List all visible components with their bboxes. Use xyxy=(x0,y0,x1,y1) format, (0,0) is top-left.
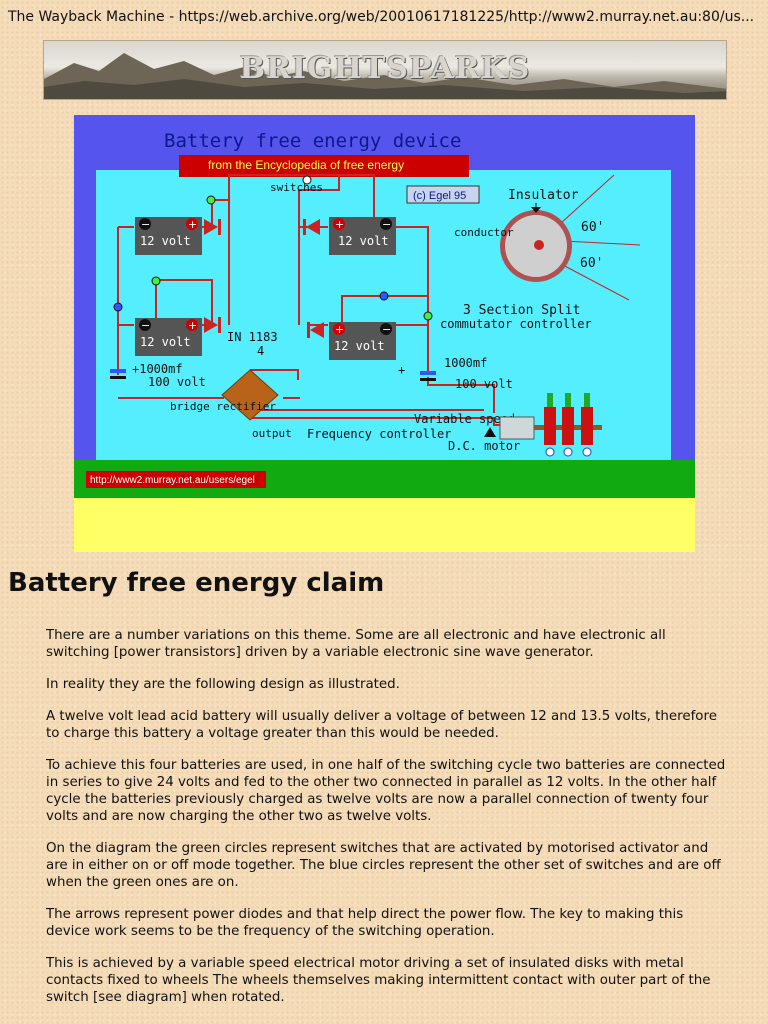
bridge-rectifier-label: bridge rectifier xyxy=(170,400,276,413)
paragraph-1: There are a number variations on this th… xyxy=(46,628,666,660)
page-heading: Battery free energy claim xyxy=(8,568,385,598)
variable-speed-label: Variable speed xyxy=(414,412,515,426)
svg-text:http://www2.murray.net.au/user: http://www2.murray.net.au/users/egel xyxy=(90,475,255,486)
subtitle-banner xyxy=(179,155,469,177)
svg-text:+: + xyxy=(188,218,197,231)
svg-text:−: − xyxy=(382,218,391,231)
svg-text:12 volt: 12 volt xyxy=(338,234,389,248)
angle-top-label: 60' xyxy=(581,220,604,235)
copyright-box xyxy=(406,185,480,204)
bridge-rectifier-shape xyxy=(221,369,279,421)
yellow-band xyxy=(74,498,695,552)
battery-top-left: − + 12 volt xyxy=(135,217,202,255)
diagram-title: Battery free energy device xyxy=(164,130,461,152)
site-banner[interactable]: BRIGHTSPARKS xyxy=(43,40,727,100)
diagram-subtitle: from the Encyclopedia of free energy xyxy=(208,158,404,172)
diode-label-2: 4 xyxy=(257,344,264,358)
article-body: There are a number variations on this th… xyxy=(46,627,730,1021)
svg-text:−: − xyxy=(141,319,150,332)
capacitor-right-volt: 100 volt xyxy=(455,377,513,391)
motor-shape xyxy=(499,416,535,440)
switches-label: switches xyxy=(270,181,323,194)
battery-bottom-right: + − 12 volt xyxy=(329,322,396,360)
output-label: output xyxy=(252,427,292,440)
banner-logo-text: BRIGHTSPARKS xyxy=(239,51,531,86)
commutator-wheel xyxy=(500,174,641,301)
paragraph-5: On the diagram the green circles represe… xyxy=(46,841,721,890)
commutator-label-line1: 3 Section Split xyxy=(463,303,580,318)
copyright-text: (c) Egel 95 xyxy=(413,190,466,202)
paragraph-7: This is achieved by a variable speed ele… xyxy=(46,956,711,1005)
commutator-label-line2: commutator controller xyxy=(440,317,592,331)
paragraph-4: To achieve this four batteries are used,… xyxy=(46,758,726,824)
capacitor-left xyxy=(110,369,126,379)
diodes xyxy=(204,219,324,338)
plus-sign: + xyxy=(398,363,405,377)
svg-text:+: + xyxy=(335,323,344,336)
switch-circles xyxy=(113,175,433,321)
svg-text:+: + xyxy=(188,319,197,332)
arrow-icon xyxy=(531,207,541,213)
arrow-icon xyxy=(484,427,496,437)
svg-text:12 volt: 12 volt xyxy=(140,234,191,248)
mountain-landscape-image xyxy=(44,53,726,99)
paragraph-6: The arrows represent power diodes and th… xyxy=(46,907,684,939)
diode-label: IN 1183 xyxy=(227,330,278,344)
frequency-controller-label: Frequency controller xyxy=(307,427,452,441)
svg-text:12 volt: 12 volt xyxy=(334,339,385,353)
svg-text:12 volt: 12 volt xyxy=(140,335,191,349)
commutator-disks xyxy=(534,393,602,457)
url-link[interactable]: http://www2.murray.net.au/users/egel xyxy=(86,471,266,488)
svg-text:−: − xyxy=(141,218,150,231)
svg-text:−: − xyxy=(382,323,391,336)
capacitor-left-volt: 100 volt xyxy=(148,375,206,389)
window-title: The Wayback Machine - https://web.archiv… xyxy=(8,9,755,25)
paragraph-2: In reality they are the following design… xyxy=(46,677,400,692)
capacitor-right xyxy=(420,371,436,381)
dc-motor-label: D.C. motor xyxy=(448,439,520,453)
conductor-label: conductor xyxy=(454,226,514,239)
angle-bottom-label: 60' xyxy=(580,256,603,271)
paragraph-3: A twelve volt lead acid battery will usu… xyxy=(46,709,717,741)
capacitor-left-value: +1000mf xyxy=(132,362,183,376)
capacitor-right-value: 1000mf xyxy=(444,356,487,370)
circuit-diagram: Battery free energy device from the Ency… xyxy=(74,115,695,552)
svg-text:+: + xyxy=(335,218,344,231)
battery-bottom-left: − + 12 volt xyxy=(135,318,202,356)
insulator-label: Insulator xyxy=(508,188,579,203)
battery-top-right: + − 12 volt xyxy=(329,217,396,255)
